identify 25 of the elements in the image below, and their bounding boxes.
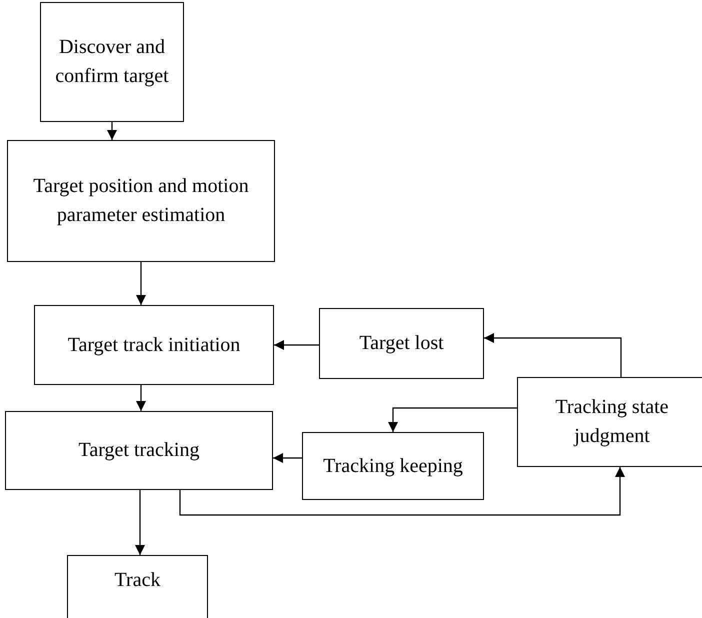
arrow (273, 453, 302, 463)
process-box (302, 432, 484, 500)
box-label: Track (114, 568, 160, 593)
arrow (388, 407, 517, 432)
process-box (5, 411, 273, 490)
process-box (67, 555, 208, 618)
box-label: Target track initiation (68, 332, 240, 358)
box-label: Target position and motion parameter estimation (32, 174, 250, 228)
process-box (7, 140, 275, 262)
arrow (135, 490, 145, 555)
box-label: Discover and confirm target (54, 35, 170, 89)
arrow (136, 385, 146, 411)
process-box (517, 377, 702, 467)
arrow (136, 262, 146, 305)
process-box (34, 305, 274, 385)
box-label: Target tracking (78, 438, 200, 463)
box-label: Target lost (359, 331, 444, 356)
arrow (274, 340, 319, 350)
arrow (179, 467, 625, 516)
arrow (484, 333, 622, 377)
box-label: Tracking state judgment (554, 395, 670, 449)
process-box (40, 2, 184, 122)
box-label: Tracking keeping (323, 454, 463, 478)
process-box (319, 308, 484, 379)
arrow (107, 122, 117, 140)
